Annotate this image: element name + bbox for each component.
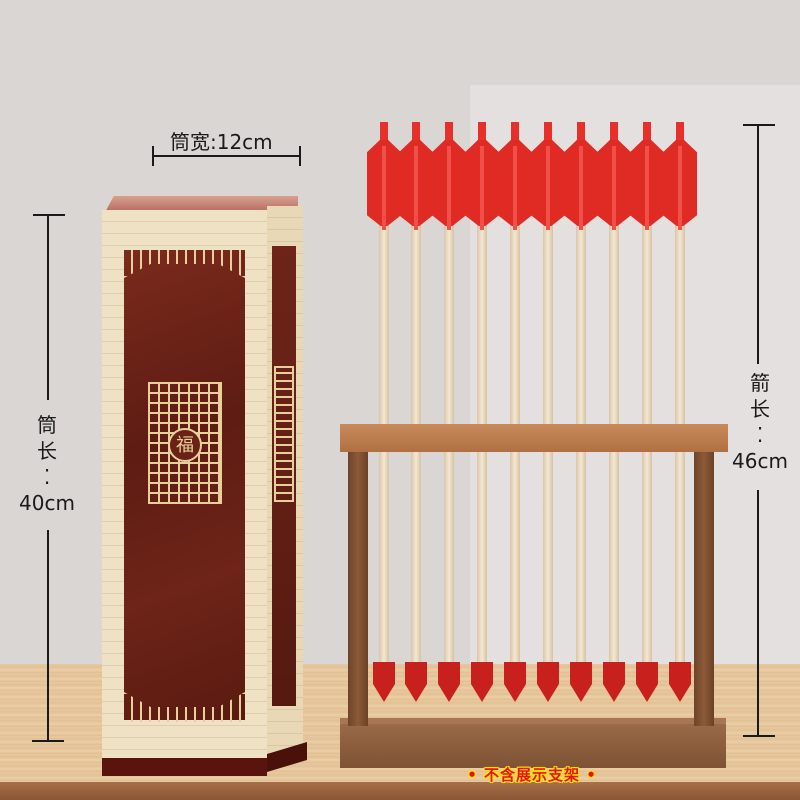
arrow [663, 122, 697, 702]
arrow-shaft [379, 212, 389, 692]
quiver-width-label: 筒宽:12cm [170, 130, 273, 154]
label-value: 40cm [19, 491, 75, 515]
quiver-length-tick-top [33, 214, 65, 216]
arrow-tip [405, 662, 427, 702]
arrow [597, 122, 631, 702]
quiver-length-line-top [47, 215, 49, 400]
label-char: ⁚ [756, 423, 764, 447]
arrow-tip [504, 662, 526, 702]
arrow-tip [537, 662, 559, 702]
arrow-shaft [510, 212, 520, 692]
rack-base-top [340, 718, 726, 728]
arrow [531, 122, 565, 702]
quiver-length-line-end [47, 700, 49, 741]
label-char: 筒 [37, 413, 57, 437]
arrow [630, 122, 664, 702]
arrow-shaft [675, 212, 685, 692]
arrow-fletching-spine [480, 146, 484, 230]
quiver-length-tick-bottom [32, 740, 64, 742]
arrow-fletching-spine [414, 146, 418, 230]
arrow-nock [544, 122, 552, 140]
table-edge [0, 782, 800, 800]
arrow-length-tick-top [743, 124, 775, 126]
arrow-fletching-spine [382, 146, 386, 230]
arrow [465, 122, 499, 702]
width-dimension-tick-right [299, 146, 301, 166]
arrow-length-line-top [757, 124, 759, 364]
arrow [432, 122, 466, 702]
arrow-tip [438, 662, 460, 702]
arrow-tip [570, 662, 592, 702]
arrow-nock [478, 122, 486, 140]
label-value: 46cm [732, 449, 788, 473]
arrow-length-line-bottom [757, 490, 759, 736]
arrow-nock [445, 122, 453, 140]
arrow [399, 122, 433, 702]
width-dimension-tick-left [152, 146, 154, 166]
label-char: 箭 [750, 371, 770, 395]
arrow-fletching-spine [645, 146, 649, 230]
arrow-fletching-spine [579, 146, 583, 230]
arrow-nock [380, 122, 388, 140]
rack-crossbar [340, 424, 728, 452]
arrow-shaft [477, 212, 487, 692]
arrow-tip [373, 662, 395, 702]
arrow-tip [603, 662, 625, 702]
arrow-fletching-spine [678, 146, 682, 230]
arrow-fletching-spine [447, 146, 451, 230]
arrow-fletching-spine [513, 146, 517, 230]
rack-post-left [348, 452, 368, 726]
arrow [564, 122, 598, 702]
arrow-fletching-spine [612, 146, 616, 230]
arrow [498, 122, 532, 702]
lattice-window [148, 382, 222, 504]
quiver-length-line-bottom [47, 530, 49, 702]
arrow-tip [669, 662, 691, 702]
arrow-nock [412, 122, 420, 140]
rack-base [340, 724, 726, 768]
arrow-nock [676, 122, 684, 140]
arrow-shaft [543, 212, 553, 692]
rack-post-right [694, 452, 714, 726]
label-char: 长 [37, 439, 57, 463]
arrow-shaft [576, 212, 586, 692]
arrow-shaft [642, 212, 652, 692]
arrow-shaft [444, 212, 454, 692]
side-lattice-window [274, 366, 294, 502]
label-char: ⁚ [43, 465, 51, 489]
quiver: 福 [102, 196, 307, 776]
quiver-length-label: 筒 长 ⁚ 40cm [17, 412, 77, 516]
arrow-length-tick-bottom [743, 735, 775, 737]
arrow [367, 122, 401, 702]
arrow-nock [511, 122, 519, 140]
not-included-notice: • 不含展示支架 • [467, 766, 597, 784]
arrow-length-label: 箭 长 ⁚ 46cm [730, 370, 790, 474]
arrow-nock [610, 122, 618, 140]
arrow-tip [471, 662, 493, 702]
arrow-nock [577, 122, 585, 140]
arrow-shaft [411, 212, 421, 692]
arrow-nock [643, 122, 651, 140]
quiver-base [102, 758, 267, 776]
arrow-shaft [609, 212, 619, 692]
width-dimension-line [153, 155, 299, 157]
label-char: 长 [750, 397, 770, 421]
arrow-fletching-spine [546, 146, 550, 230]
arrow-tip [636, 662, 658, 702]
fu-emblem: 福 [168, 428, 202, 462]
